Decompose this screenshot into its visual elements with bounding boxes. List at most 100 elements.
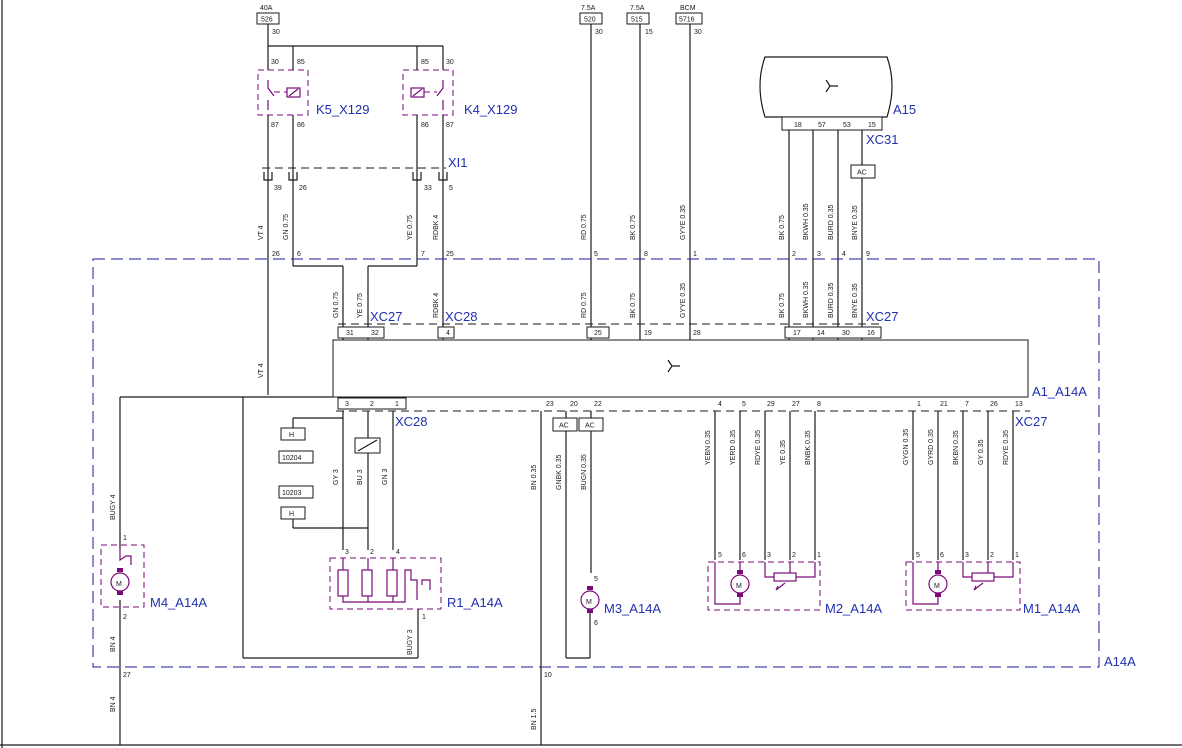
svg-text:1: 1 xyxy=(123,535,127,542)
svg-text:5: 5 xyxy=(742,401,746,408)
svg-text:87: 87 xyxy=(271,122,279,129)
svg-text:26: 26 xyxy=(299,185,307,192)
svg-text:8: 8 xyxy=(644,251,648,258)
svg-text:85: 85 xyxy=(297,59,305,66)
svg-text:10203: 10203 xyxy=(282,490,302,497)
svg-text:BN 1.5: BN 1.5 xyxy=(531,708,538,730)
svg-text:GN 0.75: GN 0.75 xyxy=(283,214,290,240)
svg-text:6: 6 xyxy=(742,552,746,559)
svg-text:2: 2 xyxy=(792,552,796,559)
svg-text:520: 520 xyxy=(584,17,596,24)
label-k4: K4_X129 xyxy=(464,102,518,117)
fuse-5716: BCM 5716 30 xyxy=(675,5,703,36)
svg-text:4: 4 xyxy=(396,549,400,556)
label-xc27-a: XC27 xyxy=(370,309,403,324)
svg-text:526: 526 xyxy=(261,17,273,24)
svg-text:BKWH 0.35: BKWH 0.35 xyxy=(803,203,810,240)
label-a15: A15 xyxy=(893,102,916,117)
svg-text:3: 3 xyxy=(817,251,821,258)
svg-text:3: 3 xyxy=(767,552,771,559)
ac-box-left xyxy=(552,417,578,432)
svg-text:AC: AC xyxy=(559,423,569,430)
svg-text:32: 32 xyxy=(371,330,379,337)
svg-text:20: 20 xyxy=(570,401,578,408)
svg-text:RD 0.75: RD 0.75 xyxy=(581,292,588,318)
svg-text:RD 0.75: RD 0.75 xyxy=(581,214,588,240)
svg-text:29: 29 xyxy=(767,401,775,408)
svg-text:5: 5 xyxy=(449,185,453,192)
svg-text:30: 30 xyxy=(446,59,454,66)
svg-text:GYRD 0.35: GYRD 0.35 xyxy=(928,429,935,465)
svg-text:5: 5 xyxy=(594,251,598,258)
svg-text:GN 0.75: GN 0.75 xyxy=(333,292,340,318)
svg-text:BURD 0.35: BURD 0.35 xyxy=(828,204,835,240)
svg-text:7.5A: 7.5A xyxy=(630,5,645,12)
svg-text:2: 2 xyxy=(792,251,796,258)
svg-text:10: 10 xyxy=(544,672,552,679)
svg-text:39: 39 xyxy=(274,185,282,192)
svg-text:7: 7 xyxy=(421,251,425,258)
svg-text:86: 86 xyxy=(421,122,429,129)
svg-text:AC: AC xyxy=(585,423,595,430)
svg-text:GYYE 0.35: GYYE 0.35 xyxy=(680,205,687,240)
fuse-515: 7.5A 515 15 xyxy=(626,5,653,36)
svg-text:BNYE 0.35: BNYE 0.35 xyxy=(852,205,859,240)
svg-text:BK 0.75: BK 0.75 xyxy=(630,293,637,318)
svg-text:1: 1 xyxy=(422,614,426,621)
svg-text:30: 30 xyxy=(595,29,603,36)
label-m1: M1_A14A xyxy=(1023,601,1080,616)
svg-text:BKBN 0.35: BKBN 0.35 xyxy=(953,430,960,465)
svg-text:BN 4: BN 4 xyxy=(110,696,117,712)
svg-text:RDBK 4: RDBK 4 xyxy=(433,293,440,318)
svg-text:33: 33 xyxy=(424,185,432,192)
svg-text:5: 5 xyxy=(594,576,598,583)
svg-text:85: 85 xyxy=(421,59,429,66)
svg-text:6: 6 xyxy=(297,251,301,258)
svg-text:13: 13 xyxy=(1015,401,1023,408)
svg-text:515: 515 xyxy=(631,17,643,24)
label-m2: M2_A14A xyxy=(825,601,882,616)
svg-text:YE 0.75: YE 0.75 xyxy=(357,293,364,318)
svg-text:1: 1 xyxy=(693,251,697,258)
svg-text:4: 4 xyxy=(718,401,722,408)
svg-text:BCM: BCM xyxy=(680,5,696,12)
svg-text:M: M xyxy=(116,581,122,588)
svg-text:9: 9 xyxy=(866,251,870,258)
svg-text:53: 53 xyxy=(843,122,851,129)
diode-connectors: H 10204 10203 H xyxy=(278,417,368,529)
svg-text:15: 15 xyxy=(868,122,876,129)
svg-text:3: 3 xyxy=(965,552,969,559)
svg-text:GY 3: GY 3 xyxy=(333,469,340,485)
svg-text:4: 4 xyxy=(446,330,450,337)
svg-text:GYGN 0.35: GYGN 0.35 xyxy=(903,429,910,465)
svg-text:GNBK 0.35: GNBK 0.35 xyxy=(556,454,563,490)
svg-text:YEBN 0.35: YEBN 0.35 xyxy=(705,430,712,465)
svg-text:17: 17 xyxy=(793,330,801,337)
module-a15: 18 57 53 15 xyxy=(759,56,893,131)
motor-m3: 5 M 6 xyxy=(580,576,600,627)
label-xc28-a: XC28 xyxy=(445,309,478,324)
label-a14a: A14A xyxy=(1104,654,1136,669)
svg-text:VT 4: VT 4 xyxy=(258,225,265,240)
svg-text:30: 30 xyxy=(271,59,279,66)
svg-text:YE 0.35: YE 0.35 xyxy=(780,440,787,465)
svg-text:1: 1 xyxy=(395,401,399,408)
label-k5: K5_X129 xyxy=(316,102,370,117)
svg-text:2: 2 xyxy=(370,401,374,408)
svg-text:BN 0.35: BN 0.35 xyxy=(531,465,538,490)
connector-xc27-top: 31 32 4 25 19 28 17 14 30 16 xyxy=(337,326,882,339)
label-r1: R1_A14A xyxy=(447,595,503,610)
svg-text:15: 15 xyxy=(645,29,653,36)
svg-text:BUGY 4: BUGY 4 xyxy=(110,494,117,520)
label-xc27-b: XC27 xyxy=(866,309,899,324)
resistor-r1: 3 2 4 1 xyxy=(329,549,442,621)
svg-text:BK 0.75: BK 0.75 xyxy=(779,293,786,318)
svg-text:87: 87 xyxy=(446,122,454,129)
svg-text:30: 30 xyxy=(272,29,280,36)
svg-text:30: 30 xyxy=(842,330,850,337)
svg-text:22: 22 xyxy=(594,401,602,408)
svg-text:14: 14 xyxy=(817,330,825,337)
controller-a1 xyxy=(332,339,1029,398)
svg-text:27: 27 xyxy=(123,672,131,679)
